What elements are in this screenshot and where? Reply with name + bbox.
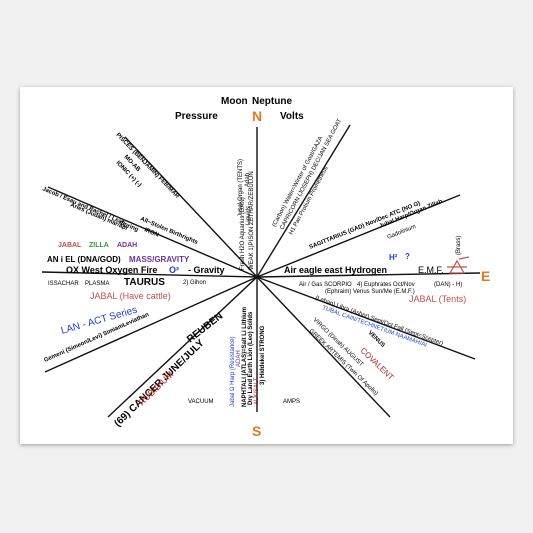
alchemy-symbol-icon [447, 256, 470, 274]
aries-label: Aries (Judah) mar/apr [69, 202, 129, 232]
issachar-label: ISSACHAR [48, 281, 79, 287]
h2-label: H² [389, 253, 398, 262]
line-nne [256, 124, 351, 278]
adah-south-label: ADAH [236, 350, 242, 367]
naphtali-label: NAPHTALI (ATLAS)=Salt Li Lithium [242, 307, 248, 407]
line-nw [47, 186, 258, 278]
line-ne [256, 194, 461, 278]
jabal-cattle-label: JABAL (Have cattle) [90, 291, 171, 301]
south-letter: S [252, 423, 261, 439]
hiddekel-label: 3) Hiddekel STRONG [260, 325, 266, 385]
volts-label: Volts [280, 111, 304, 122]
gravity-label: - Gravity [188, 265, 225, 275]
sagittarius-label: SAGITTARIUS (GAD) Nov/Dec ATC (NO G) [309, 201, 422, 251]
line-sse [256, 276, 391, 418]
north-labels: Jubal Organ (TENTS) Adah Fresh H2O Aquar… [238, 118, 343, 270]
neptune-label: Neptune [252, 96, 292, 107]
vacuum-label: VACUUM [188, 399, 214, 405]
radial-lines [41, 124, 481, 418]
alkali-label: ALK/SALT [254, 377, 260, 405]
adah-west-label: ADAH [117, 242, 137, 249]
zodiac-wheel-diagram: Moon Neptune Pressure Volts N S E Jubal … [41, 96, 490, 439]
line-ssw [107, 276, 258, 418]
plasma-label: PLASMA [85, 281, 109, 287]
weak-pison-label: WEAK 1)PISON ZETHAR/ZEBULUN [249, 171, 255, 270]
northwest-labels: MO-AB IONIC (+) (-) PISCES (BENJAMIN) FE… [41, 132, 199, 246]
line-se [256, 276, 476, 360]
dan-h-label: (DAN) - H) [434, 282, 462, 288]
capricorn-label: CAPRICORN (JOSEPH) DEC/JAN SEA GOAT [279, 118, 343, 231]
line-sw [44, 276, 258, 373]
amps-label: AMPS [283, 399, 300, 405]
moon-label: Moon [221, 96, 248, 107]
brass-label: (Brass) [456, 236, 462, 255]
air-gas-label: Air / Gas SCORPIO [299, 282, 352, 288]
question-mark: ? [405, 252, 410, 261]
rubidium-label: RUBIDIUM [136, 369, 175, 407]
mass-gravity-label: MASS/GRAVITY [129, 255, 190, 264]
liquids-label: Liquids [246, 206, 252, 225]
jabal-west-label: JABAL [58, 242, 82, 249]
north-letter: N [252, 108, 262, 124]
fresh-water-label: Fresh H2O Aquarius (DAN) [240, 197, 246, 270]
covalent-label: COVALENT [359, 346, 396, 382]
jabal-harp-south-label: Jabal Ω Harp (Resistance) [230, 336, 236, 407]
an-el-label: AN i EL (DNA/GOD) [47, 255, 121, 264]
ephraim-label: (Ephraim) Venus Sun/Me (E.M.F.) [325, 289, 415, 295]
south-labels: Jabal Ω Harp (Resistance) ADAH NAPHTALI … [188, 307, 300, 407]
taurus-label: TAURUS [124, 277, 165, 288]
greek-artemis-label: GREEK ARTEMIS (Twin Of Apollo) [308, 328, 379, 397]
line-west [41, 271, 258, 278]
ox-west-label: OX West Oxygen Fire [66, 265, 157, 275]
jubal-organ-label: Jubal Organ (TENTS) [238, 159, 244, 217]
reuben-label: REUBEN [185, 311, 225, 346]
gihon-label: 2) Gihon [183, 280, 206, 286]
east-letter: E [481, 268, 490, 284]
pressure-label: Pressure [175, 111, 218, 122]
adah-north-label: Adah [245, 173, 251, 187]
emf-label: E.M.F. [418, 265, 444, 275]
euphrates-label: 4) Euphrates Oct/Nov [357, 282, 415, 288]
o2-label: O² [169, 265, 179, 275]
line-nnw [124, 136, 258, 278]
line-east [256, 272, 481, 278]
zilla-label: ZILLA [89, 242, 109, 249]
jabal-tents-label: JABAL (Tents) [409, 294, 466, 304]
dry-land-label: Dry Land Earth Lion (Leo) Solids [248, 311, 254, 405]
southeast-labels: (Leban) Libra (Asher) Sept/Oct Fall (Sep… [308, 295, 444, 397]
air-eagle-label: Air eagle east Hydrogen [284, 265, 387, 275]
gadolinium-label: Gadolinium [387, 224, 417, 241]
diagram-sheet: Moon Neptune Pressure Volts N S E Jubal … [20, 87, 513, 444]
east-labels: H² ? (Brass) Air eagle east Hydrogen E.M… [284, 199, 470, 304]
iron-label: IRON [143, 227, 159, 238]
